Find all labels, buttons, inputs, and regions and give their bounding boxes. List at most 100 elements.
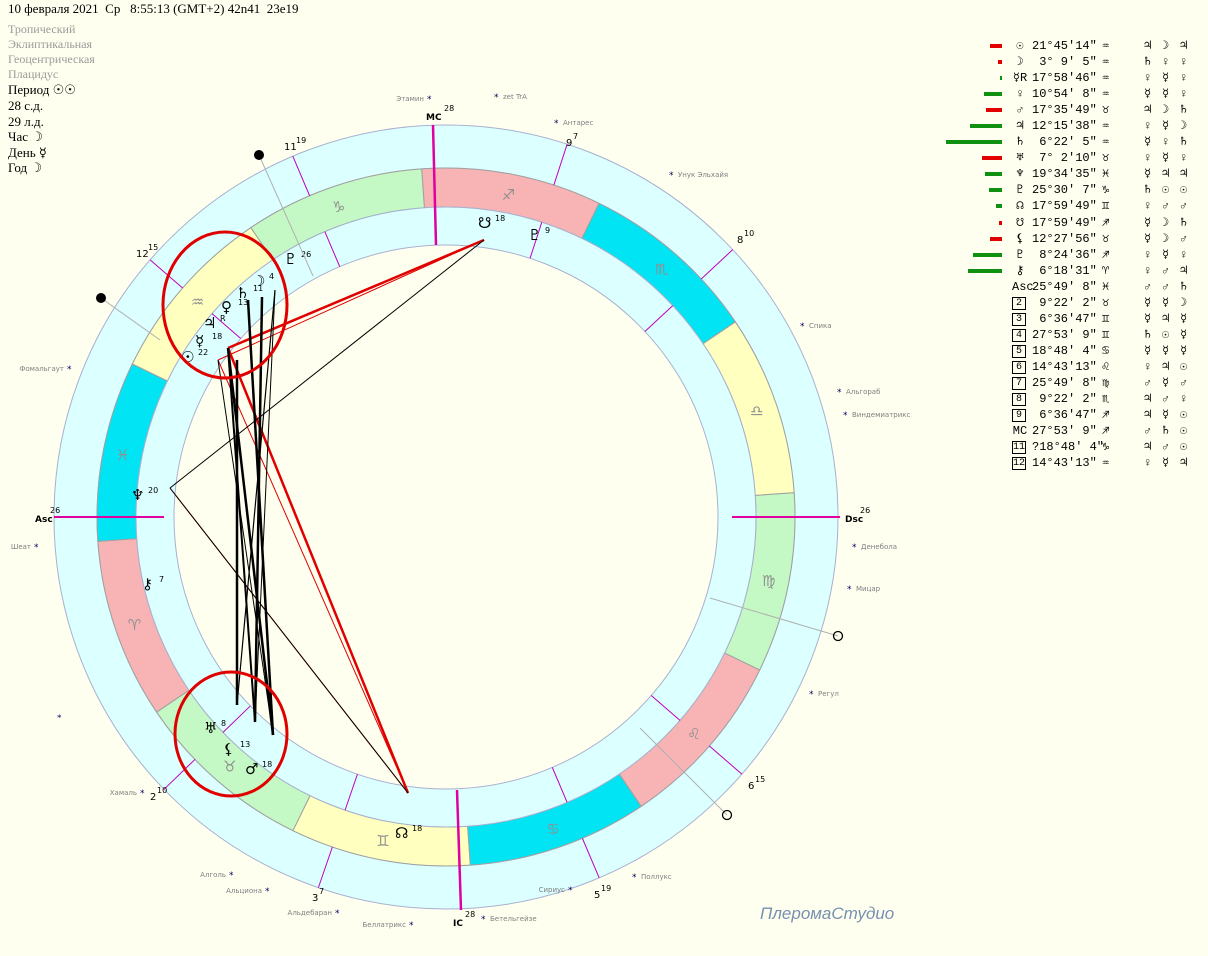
ruler-3: ♃ [1180, 39, 1188, 53]
position-degree: 27°53' 9" [1032, 327, 1097, 342]
strength-bar [996, 204, 1002, 209]
fixed-star-label: Сириус [539, 886, 566, 894]
point-symbol: ☽ [1016, 55, 1024, 70]
table-row: ♇25°30' 7"♑♄☉☉ [940, 182, 1208, 198]
table-row: ⚸12°27'56"♉☿☽♂ [940, 231, 1208, 247]
house-cusp-line [553, 144, 568, 186]
ic-degree: 28 [465, 910, 475, 919]
point-symbol: 4 [1012, 328, 1026, 342]
sign-icon: ♐ [1102, 247, 1110, 262]
ic-label: IC [453, 919, 463, 929]
zodiac-sign-icon: ♏ [655, 261, 669, 279]
position-degree: 9°22' 2" [1032, 392, 1097, 407]
table-row: ♅ 7° 2'10"♉♀☿♀ [940, 150, 1208, 166]
point-symbol: ⚷ [1015, 263, 1025, 278]
aspect-line [217, 359, 274, 736]
aspect-line [254, 289, 276, 723]
hour-ruler-info: Час ☽ [8, 129, 43, 144]
fixed-star-label: Регул [818, 690, 839, 698]
fixed-star-label: Беллатрикс [363, 921, 407, 929]
house-cusp-line [222, 705, 251, 733]
house-system-option[interactable]: Плацидус [8, 67, 59, 81]
ruler-2: ♂ [1162, 279, 1170, 294]
point-symbol: ♇ [1016, 183, 1024, 198]
table-row: 9 6°36'47"♐♃☿☉ [940, 407, 1208, 423]
planet-glyph-icon: ♀ [221, 298, 232, 316]
planet-glyph-icon: ♅ [204, 719, 217, 737]
fixed-star-label: Альциона [226, 887, 262, 895]
planet-glyph-icon: ♇ [284, 250, 297, 268]
house-degree: 10 [157, 786, 167, 795]
table-row: ☽ 3° 9' 5"♒♄♀♀ [940, 54, 1208, 70]
highlight-circle [173, 670, 289, 798]
solar-days-info: 28 с.д. [8, 98, 44, 113]
fixed-star-icon: * [809, 690, 814, 700]
watermark-logo: ПлеромаСтудио [760, 904, 895, 923]
fixed-star-icon: * [494, 93, 499, 103]
ruler-1: ♃ [1144, 392, 1152, 407]
planet-degree: 11 [253, 284, 263, 293]
ruler-2: ☽ [1162, 103, 1170, 118]
ruler-3: ♀ [1180, 55, 1188, 70]
sign-icon: ♏ [1102, 392, 1110, 407]
fixed-star-label: Спика [809, 322, 832, 330]
ruler-3: ♄ [1180, 215, 1188, 230]
ruler-3: ♀ [1180, 87, 1188, 102]
coordinate-option[interactable]: Эклиптикальная [8, 37, 93, 51]
fixed-star-label: Фомальгаут [19, 365, 64, 373]
sign-icon: ♐ [1102, 424, 1110, 439]
center-option[interactable]: Геоцентрическая [8, 52, 95, 66]
ruler-2: ☿ [1162, 456, 1170, 471]
day-ruler-info: День ☿ [8, 145, 47, 160]
strength-bar [990, 236, 1002, 241]
point-symbol: 8 [1012, 393, 1026, 407]
sign-icon: ♍ [1102, 375, 1110, 390]
house-cusp-line [700, 249, 734, 280]
ruler-2: ☉ [1162, 327, 1170, 342]
table-row: ⚷ 6°18'31"♈♀♂♃ [940, 263, 1208, 279]
ruler-2: ♂ [1162, 392, 1170, 407]
house-cusp-line [211, 313, 242, 339]
ruler-3: ♀ [1180, 247, 1188, 262]
fixed-star-label: zet TrA [503, 93, 527, 101]
ruler-3: ☿ [1180, 343, 1188, 358]
zodiac-option[interactable]: Тропический [8, 22, 76, 36]
strength-bar [968, 268, 1002, 273]
sign-icon: ♐ [1102, 408, 1110, 423]
fixed-star-icon: * [481, 915, 486, 925]
sign-icon: ♒ [1102, 39, 1110, 53]
ruler-2: ☽ [1162, 231, 1170, 246]
strength-bar [972, 252, 1002, 257]
ruler-3: ♂ [1180, 375, 1188, 390]
ruler-3: ♄ [1180, 279, 1188, 294]
ruler-3: ♀ [1180, 392, 1188, 407]
ruler-2: ♂ [1162, 440, 1170, 455]
position-degree: 14°43'13" [1032, 456, 1097, 471]
lunar-days-info: 29 л.д. [8, 114, 44, 129]
position-degree: 6°36'47" [1032, 408, 1097, 423]
strength-bar [988, 188, 1002, 193]
zodiac-sign-icon: ♒ [191, 293, 204, 311]
house-cusp-line [317, 846, 333, 888]
point-symbol: ♄ [1016, 135, 1024, 150]
point-symbol: ☋ [1016, 215, 1024, 230]
ruler-2: ☿ [1162, 247, 1170, 262]
planet-degree: 26 [301, 250, 311, 259]
position-degree: 17°59'49" [1032, 215, 1097, 230]
position-degree: 17°59'49" [1032, 199, 1097, 214]
ruler-1: ♄ [1144, 327, 1152, 342]
aspect-line-opposition [227, 238, 485, 350]
pointer-line [709, 597, 839, 637]
dsc-degree: 26 [860, 506, 870, 515]
house-number: 3 [312, 893, 318, 904]
table-row: ♀10°54' 8"♒☿☿♀ [940, 86, 1208, 102]
strength-bar [998, 220, 1002, 225]
fixed-star-icon: * [837, 388, 842, 398]
fixed-star-icon: * [632, 873, 637, 883]
house-cusp-line [644, 305, 674, 332]
house-degree: 10 [744, 229, 754, 238]
house-degree: 15 [755, 775, 765, 784]
ruler-2: ☿ [1162, 295, 1170, 310]
ruler-2: ♂ [1162, 199, 1170, 214]
